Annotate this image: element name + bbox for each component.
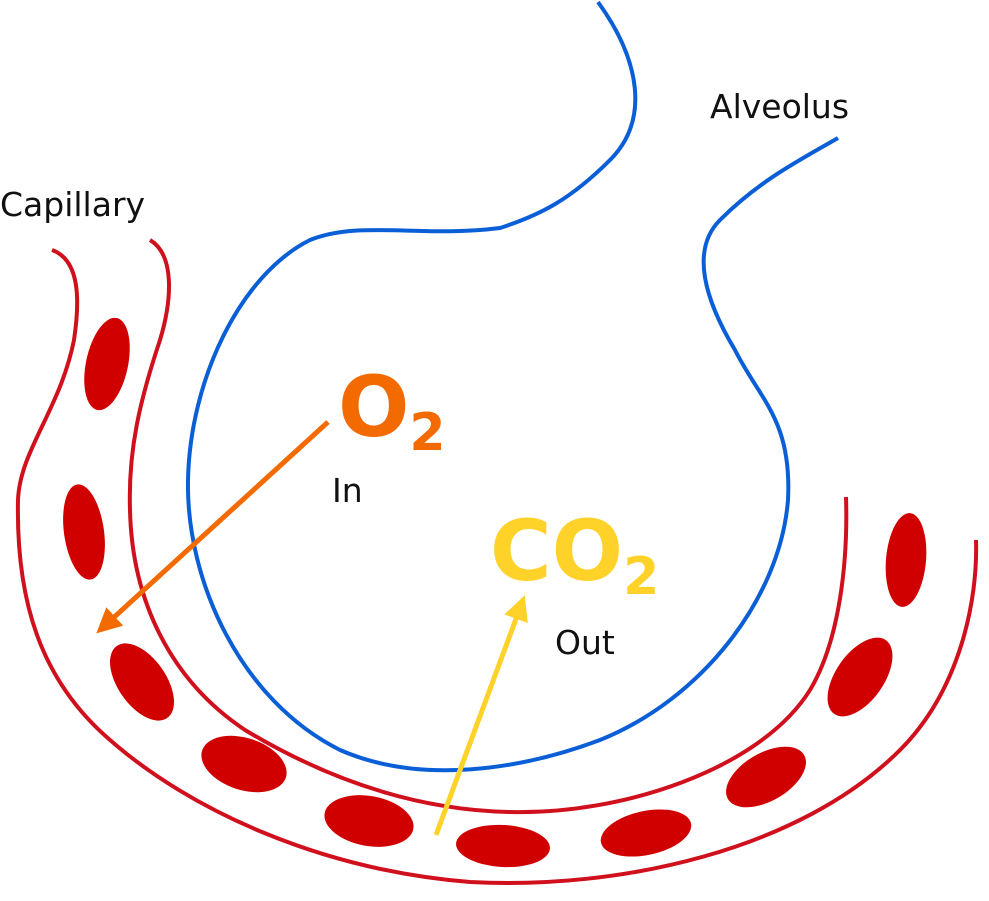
oxygen-direction-label: In (332, 471, 363, 510)
alveolus-label: Alveolus (710, 87, 849, 126)
red-blood-cells (63, 317, 927, 868)
co2-formula: CO2 (490, 502, 659, 607)
red-blood-cell (827, 637, 893, 717)
red-blood-cell (201, 735, 287, 793)
co2-out-arrow (433, 595, 528, 836)
co2-direction-label: Out (555, 623, 615, 662)
red-blood-cell (110, 643, 174, 721)
red-blood-cell (600, 809, 692, 857)
red-blood-cell (63, 484, 105, 580)
oxygen-formula: O2 (338, 358, 446, 463)
oxygen-formula-main: O (338, 358, 409, 456)
co2-formula-main: CO (490, 502, 623, 600)
capillary-inner-wall (127, 238, 849, 815)
alveolus-wall (185, 0, 840, 773)
red-blood-cell (726, 746, 806, 808)
capillary-label: Capillary (0, 185, 145, 224)
oxygen-formula-subscript: 2 (409, 403, 445, 463)
oxygen-in-arrow (96, 420, 330, 634)
capillary-outer-wall (15, 248, 979, 885)
red-blood-cell (84, 317, 130, 411)
red-blood-cell (885, 513, 927, 607)
co2-formula-subscript: 2 (623, 547, 659, 607)
red-blood-cell (456, 824, 550, 868)
red-blood-cell (324, 795, 414, 847)
